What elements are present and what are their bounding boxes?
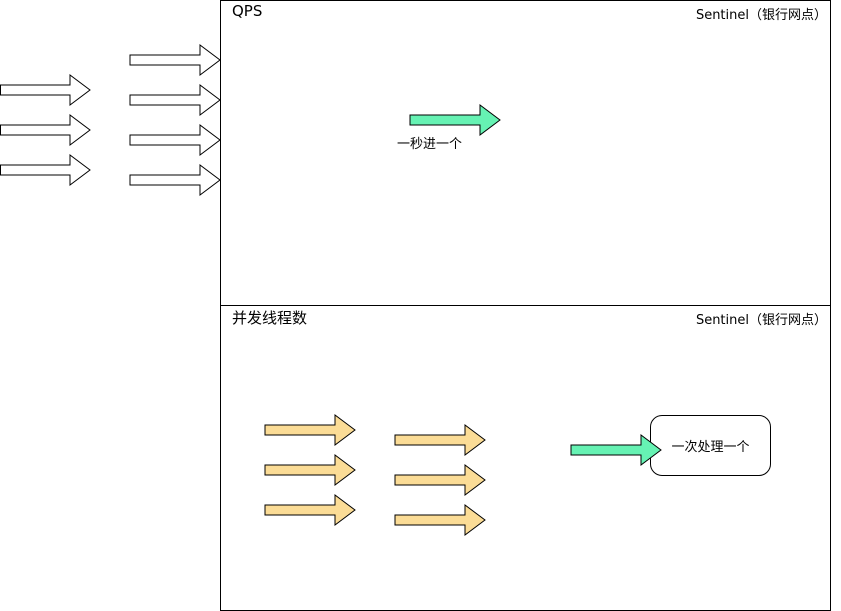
arrow-icon [394,464,486,496]
arrow-icon [129,84,221,116]
process-box: 一次处理一个 [650,415,771,476]
process-box-label: 一次处理一个 [671,440,750,455]
incoming-white-arrows-left [0,74,91,186]
waiting-yellow-arrows-left [264,414,356,526]
thread-panel-title: 并发线程数 [232,309,308,327]
arrow-icon [0,114,91,146]
arrow-icon [129,124,221,156]
qps-panel-title: QPS [232,2,263,20]
thread-green-arrow-icon [570,434,662,466]
qps-panel-tag: Sentinel（银行网点） [695,8,827,23]
arrow-icon [129,44,221,76]
waiting-yellow-arrows-right [394,424,486,536]
arrow-icon [264,454,356,486]
arrow-icon [264,494,356,526]
incoming-white-arrows-right [129,44,221,196]
arrow-icon [129,164,221,196]
arrow-icon [394,424,486,456]
thread-panel-tag: Sentinel（银行网点） [695,313,827,328]
qps-green-arrow-icon [409,104,501,136]
arrow-icon [264,414,356,446]
arrow-icon [0,154,91,186]
arrow-icon [394,504,486,536]
qps-panel [220,0,831,306]
arrow-icon [0,74,91,106]
qps-green-arrow-label: 一秒进一个 [397,137,463,152]
